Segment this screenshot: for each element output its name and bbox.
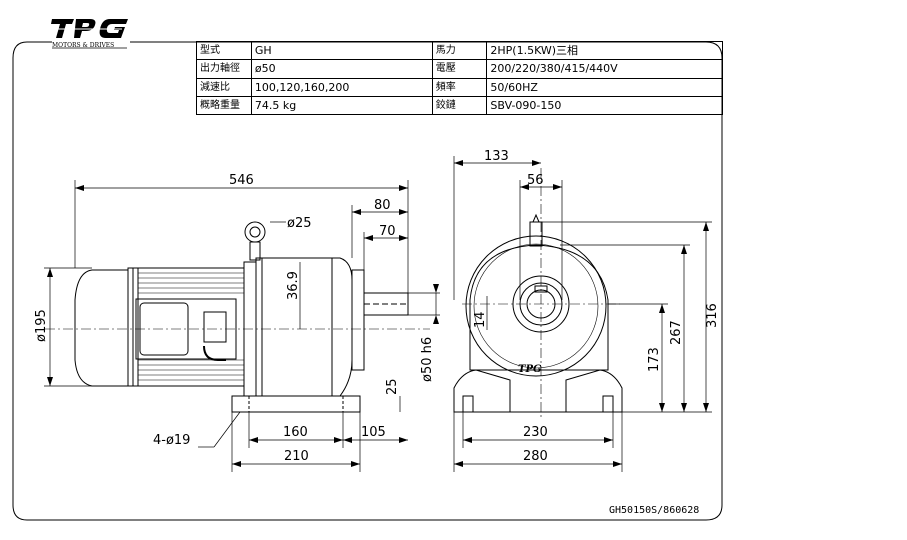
spec-key: 出力軸徑 bbox=[196, 59, 252, 79]
dim-70: 70 bbox=[379, 224, 396, 239]
dim-133: 133 bbox=[484, 149, 509, 164]
dim-173: 173 bbox=[647, 347, 662, 372]
dim-eyebolt-25: ø25 bbox=[287, 216, 312, 231]
spec-value: GH bbox=[250, 40, 433, 61]
spec-value: 74.5 kg bbox=[250, 95, 433, 116]
spec-key: 馬力 bbox=[431, 40, 488, 61]
spec-table: 型式 GH 馬力 2HP(1.5KW)三相 出力軸徑 ø50 電壓 200/22… bbox=[196, 40, 723, 116]
spec-value: 50/60HZ bbox=[486, 77, 723, 97]
dim-shaft-50h6: ø50 h6 bbox=[420, 337, 435, 382]
spec-value: 200/220/380/415/440V bbox=[486, 59, 723, 79]
spec-key: 電壓 bbox=[431, 59, 488, 79]
table-row: 出力軸徑 ø50 電壓 200/220/380/415/440V bbox=[196, 59, 723, 79]
dim-210: 210 bbox=[284, 449, 309, 464]
table-row: 概略重量 74.5 kg 鉸鏈 SBV-090-150 bbox=[196, 95, 723, 116]
dim-316: 316 bbox=[705, 303, 720, 328]
dim-230: 230 bbox=[523, 425, 548, 440]
logo-tagline: MOTORS & DRIVES bbox=[52, 42, 114, 49]
spec-key: 鉸鏈 bbox=[431, 95, 488, 116]
dim-280: 280 bbox=[523, 449, 548, 464]
spec-key: 頻率 bbox=[431, 77, 488, 97]
housing-logo-icon: TPG bbox=[518, 364, 542, 375]
dim-36-9: 36.9 bbox=[286, 271, 301, 300]
dimension-arrows bbox=[47, 160, 709, 467]
dim-25: 25 bbox=[385, 378, 400, 395]
spec-key: 概略重量 bbox=[196, 95, 252, 116]
table-row: 型式 GH 馬力 2HP(1.5KW)三相 bbox=[196, 40, 723, 61]
dim-546: 546 bbox=[229, 173, 254, 188]
motor-fins bbox=[138, 272, 244, 381]
dim-14: 14 bbox=[473, 311, 488, 328]
spec-key: 減速比 bbox=[196, 77, 252, 97]
tpg-logo-icon bbox=[50, 19, 128, 38]
end-view-dimensions bbox=[453, 156, 712, 472]
dim-motor-195: ø195 bbox=[34, 309, 49, 342]
brand-logo: MOTORS & DRIVES bbox=[50, 19, 128, 49]
spec-value: ø50 bbox=[250, 59, 433, 79]
side-view bbox=[45, 221, 430, 413]
drawing-code: GH50150S/860628 bbox=[609, 505, 699, 516]
spec-key: 型式 bbox=[196, 40, 252, 61]
dim-105: 105 bbox=[361, 425, 386, 440]
dim-267: 267 bbox=[669, 320, 684, 345]
end-view: TPG bbox=[453, 168, 623, 420]
dim-56: 56 bbox=[527, 173, 544, 188]
table-row: 減速比 100,120,160,200 頻率 50/60HZ bbox=[196, 77, 723, 97]
dim-160: 160 bbox=[283, 425, 308, 440]
spec-value: SBV-090-150 bbox=[486, 95, 723, 116]
spec-value: 2HP(1.5KW)三相 bbox=[486, 40, 723, 61]
spec-value: 100,120,160,200 bbox=[250, 77, 433, 97]
dim-80: 80 bbox=[374, 198, 391, 213]
dim-mount-holes: 4-ø19 bbox=[153, 433, 190, 448]
